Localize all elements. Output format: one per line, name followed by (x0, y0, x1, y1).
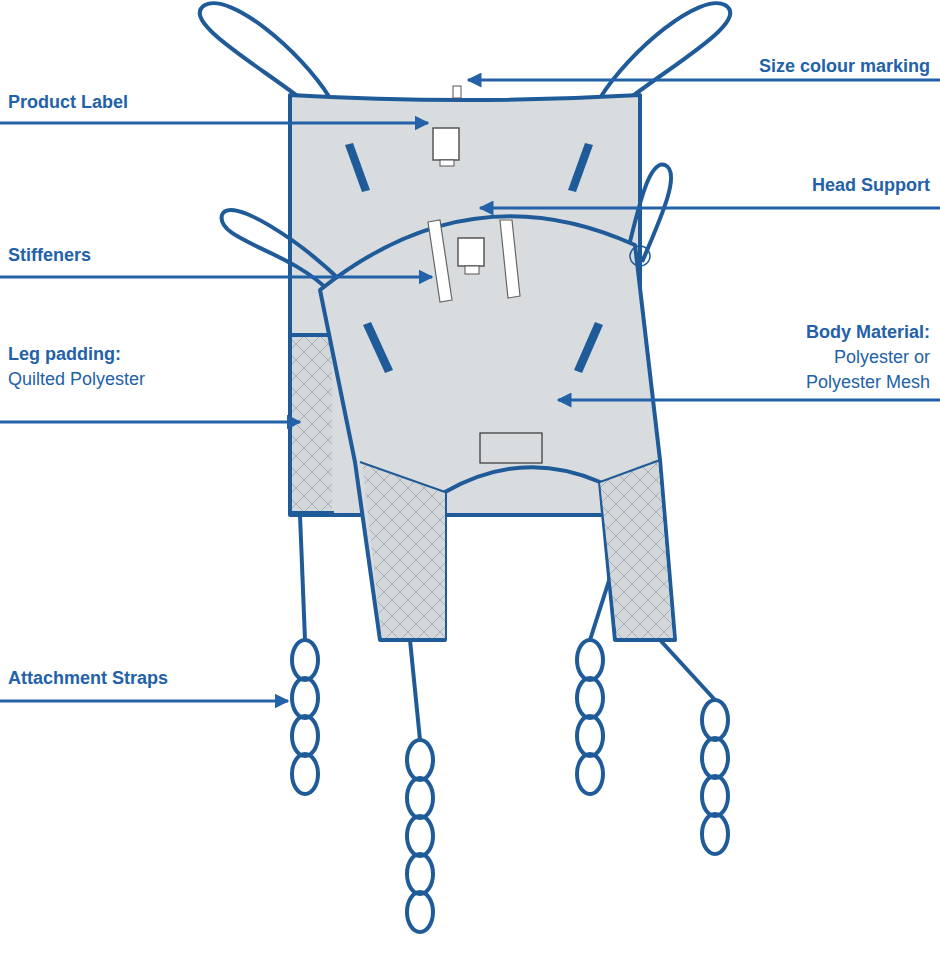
strap-twist (407, 740, 433, 780)
strap-twist (577, 716, 603, 756)
part-label: Stiffeners (8, 243, 91, 268)
strap-twist (292, 716, 318, 756)
material-heading: Body Material: (806, 320, 930, 345)
part-label: Attachment Straps (8, 666, 168, 691)
strap-twist (702, 814, 728, 854)
strap-twist (407, 778, 433, 818)
strap-twist (292, 754, 318, 794)
material-text: Polyester or Polyester Mesh (780, 345, 930, 395)
strap-twist (577, 640, 603, 680)
strap-twist (702, 776, 728, 816)
strap-twist (407, 892, 433, 932)
part-label: Product Label (8, 90, 128, 115)
part-label: Head Support (812, 173, 930, 198)
padding-text: Quilted Polyester (8, 367, 145, 392)
size-label: Size colour marking (759, 54, 930, 79)
strap-twist (292, 678, 318, 718)
padding-heading: Leg padding: (8, 342, 121, 367)
strap-twist (407, 816, 433, 856)
strap-twist (407, 854, 433, 894)
strap-twist (292, 640, 318, 680)
strap-twist (577, 754, 603, 794)
strap-twist (702, 700, 728, 740)
strap-twist (702, 738, 728, 778)
strap-twist (577, 678, 603, 718)
